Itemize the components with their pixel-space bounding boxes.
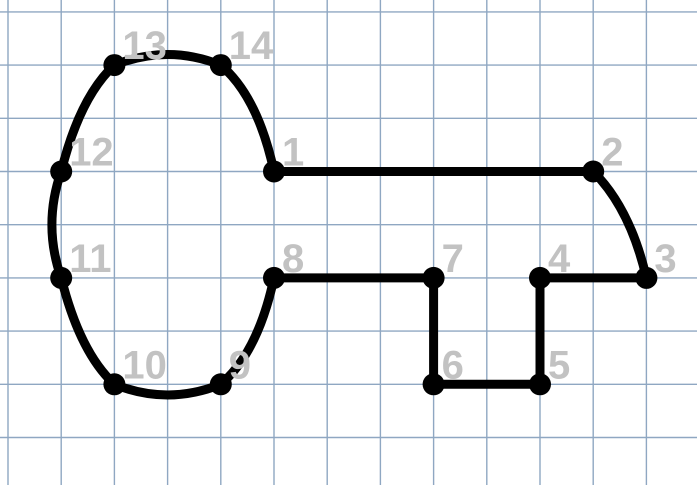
point-label-3: 3 (654, 237, 676, 281)
point-label-8: 8 (282, 237, 304, 281)
point-label-7: 7 (442, 237, 464, 281)
point-label-12: 12 (69, 131, 114, 175)
point-label-5: 5 (548, 343, 570, 387)
point-label-2: 2 (601, 131, 623, 175)
point-label-4: 4 (548, 237, 571, 281)
point-label-10: 10 (122, 343, 166, 387)
point-label-9: 9 (229, 343, 251, 387)
point-label-11: 11 (69, 237, 111, 281)
point-label-1: 1 (282, 131, 304, 175)
point-label-6: 6 (442, 343, 464, 387)
point-label-13: 13 (122, 24, 166, 68)
point-label-14: 14 (229, 24, 274, 68)
